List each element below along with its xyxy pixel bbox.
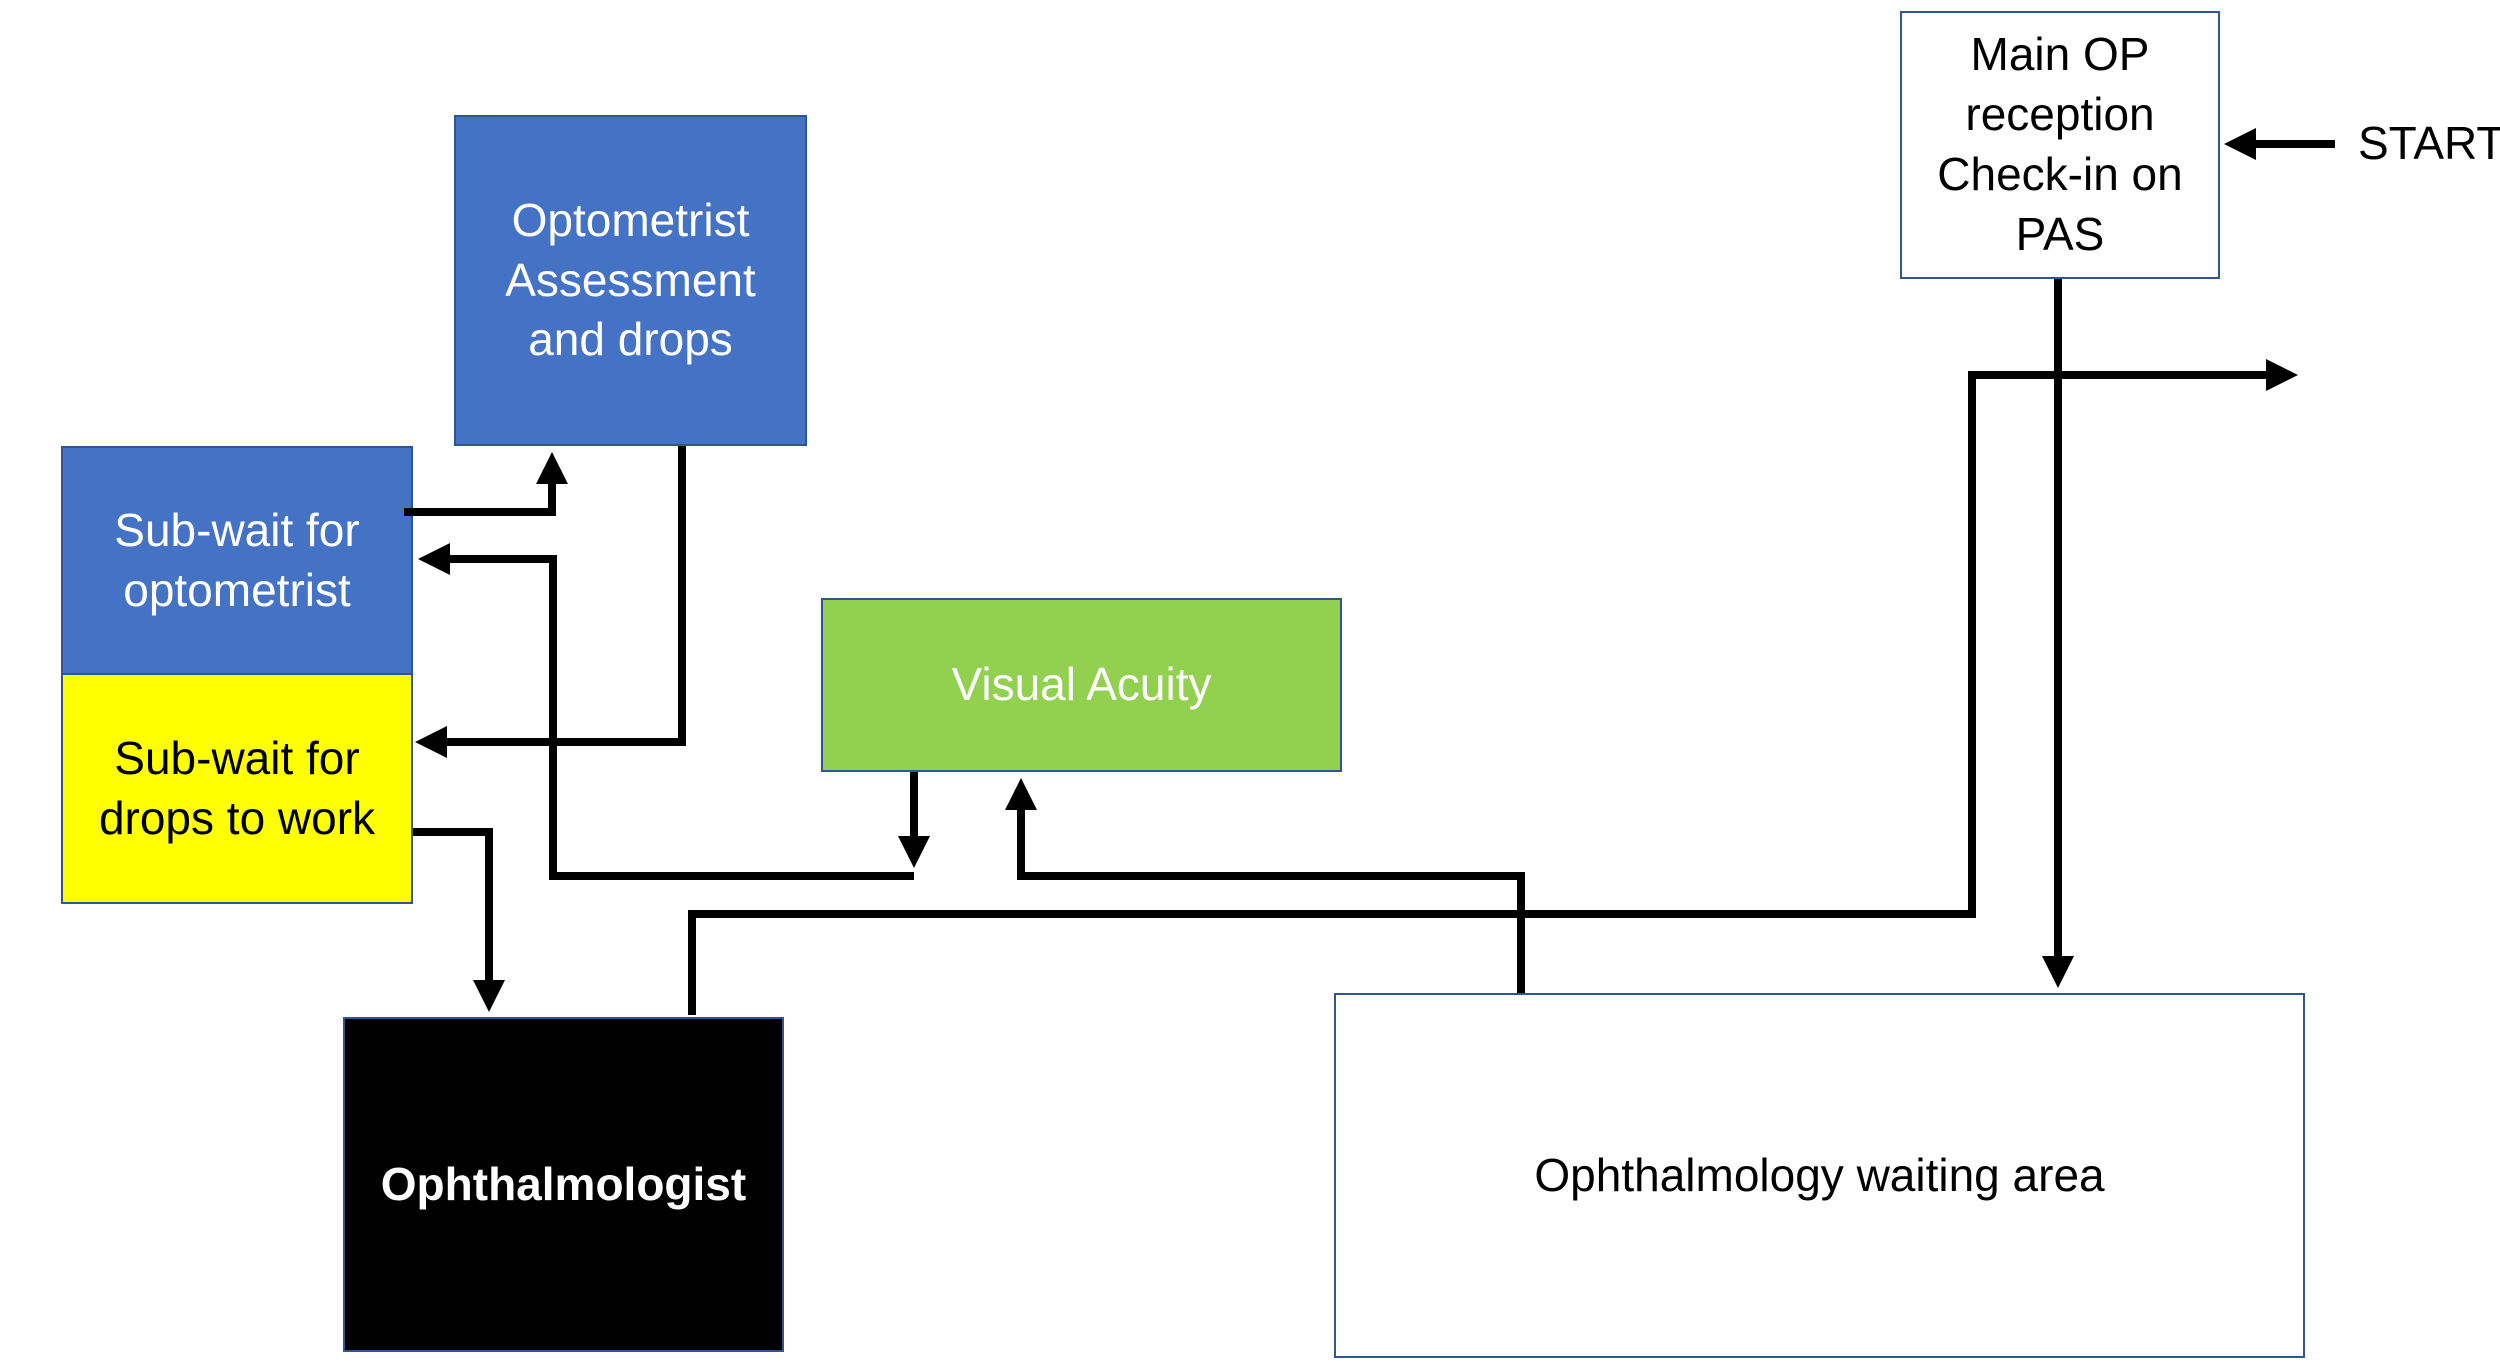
edge-waiting-area-to-visual-acuity bbox=[1005, 778, 1525, 993]
optometrist-assessment-label: Optometrist Assessment and drops bbox=[505, 193, 756, 366]
edge-optometrist-to-subwait-drops bbox=[415, 446, 686, 758]
ophthalmologist-node: Ophthalmologist bbox=[343, 1017, 784, 1352]
edge-subwait-optometrist-to-optometrist bbox=[404, 452, 568, 516]
edge-ophthalmologist-to-exit bbox=[688, 359, 2298, 1015]
main-op-reception-label: Main OP reception Check-in on PAS bbox=[1937, 28, 2183, 260]
waiting-area-label: Ophthalmology waiting area bbox=[1534, 1148, 2105, 1201]
visual-acuity-label: Visual Acuity bbox=[951, 658, 1212, 711]
optometrist-assessment-node: Optometrist Assessment and drops bbox=[454, 115, 807, 446]
waiting-area-node: Ophthalmology waiting area bbox=[1334, 993, 2305, 1358]
ophthalmologist-label: Ophthalmologist bbox=[380, 1157, 747, 1210]
edge-subwait-drops-to-ophthalmologist bbox=[413, 828, 505, 1012]
edge-visual-acuity-to-subwait-optometrist-b bbox=[418, 543, 914, 880]
main-op-reception-node: Main OP reception Check-in on PAS bbox=[1900, 11, 2220, 279]
start-label: START bbox=[2358, 117, 2500, 169]
subwait-drops-node: Sub-wait for drops to work bbox=[61, 673, 413, 904]
visual-acuity-node: Visual Acuity bbox=[821, 598, 1342, 772]
subwait-optometrist-label: Sub-wait for optometrist bbox=[114, 503, 360, 616]
subwait-drops-label: Sub-wait for drops to work bbox=[98, 731, 376, 844]
subwait-optometrist-node: Sub-wait for optometrist bbox=[61, 446, 413, 675]
